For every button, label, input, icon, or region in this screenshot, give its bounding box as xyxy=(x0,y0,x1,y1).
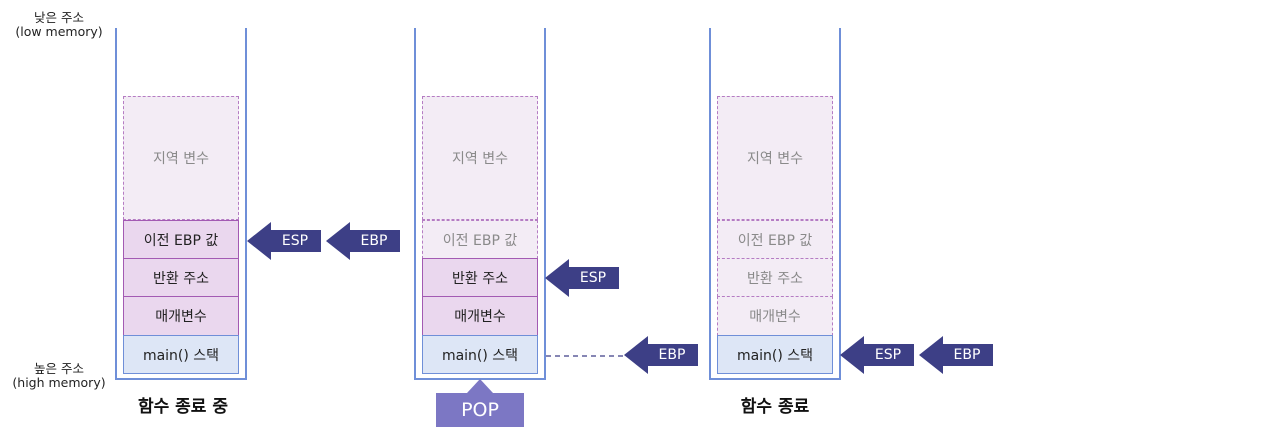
pop-up-arrow-icon xyxy=(467,379,493,393)
stack-1-local-variables-label: 지역 변수 xyxy=(153,151,209,167)
stack-1-bottom-wall xyxy=(115,378,247,380)
stack-3-ebp-arrow: EBP xyxy=(919,336,993,374)
stack-2-return-address: 반환 주소 xyxy=(422,258,538,297)
stack-3-local-variables-label: 지역 변수 xyxy=(747,151,803,167)
high-address-label: 높은 주소 (high memory) xyxy=(0,362,118,390)
stack-3-caption: 함수 종료 xyxy=(740,397,810,417)
stack-1-caption: 함수 종료 중 xyxy=(137,397,229,417)
stack-1-return-address-label: 반환 주소 xyxy=(153,270,209,287)
stack-3-right-wall xyxy=(839,28,841,380)
stack-2-ebp-arrow: EBP xyxy=(624,336,698,374)
stack-1-ebp-arrow-shape xyxy=(326,222,400,260)
stack-2-esp-arrow-shape xyxy=(545,259,619,297)
stack-2-saved-ebp: 이전 EBP 값 xyxy=(422,220,538,259)
stack-3-saved-ebp-label: 이전 EBP 값 xyxy=(737,232,813,249)
stack-1-esp-label: ESP xyxy=(281,233,309,249)
stack-3-parameters: 매개변수 xyxy=(717,296,833,336)
stack-2-ebp-label: EBP xyxy=(658,347,686,363)
stack-2-main-stack-label: main() 스택 xyxy=(441,347,519,364)
stack-1-ebp-label: EBP xyxy=(360,233,388,249)
stack-1-esp-arrow-shape xyxy=(247,222,321,260)
stack-1-parameters-label: 매개변수 xyxy=(155,309,207,325)
stack-2-ebp-arrow-shape xyxy=(624,336,698,374)
stack-2-return-address-label: 반환 주소 xyxy=(452,270,508,287)
low-address-ko: 낮은 주소 xyxy=(34,10,84,25)
stack-3-esp-arrow: ESP xyxy=(840,336,914,374)
stack-1-left-wall xyxy=(115,28,117,380)
stack-1-saved-ebp: 이전 EBP 값 xyxy=(123,220,239,259)
stack-2-left-wall xyxy=(414,28,416,380)
stack-3-ebp-label: EBP xyxy=(953,347,981,363)
stack-3-main-stack: main() 스택 xyxy=(717,335,833,374)
stack-1-return-address: 반환 주소 xyxy=(123,258,239,297)
stack-3-esp-label: ESP xyxy=(874,347,902,363)
high-address-en: (high memory) xyxy=(12,375,106,390)
stack-3-return-address-label: 반환 주소 xyxy=(747,270,803,287)
stack-2-local-variables-label: 지역 변수 xyxy=(452,151,508,167)
stack-2-esp-arrow: ESP xyxy=(545,259,619,297)
stack-1-main-stack: main() 스택 xyxy=(123,335,239,374)
stack-1-saved-ebp-label: 이전 EBP 값 xyxy=(143,232,219,249)
stack-3-bottom-wall xyxy=(709,378,841,380)
stack-1-esp-arrow: ESP xyxy=(247,222,321,260)
stack-2-parameters: 매개변수 xyxy=(422,296,538,336)
stack-1-main-stack-label: main() 스택 xyxy=(142,347,220,364)
pop-label: POP xyxy=(436,393,524,427)
stack-2-esp-label: ESP xyxy=(579,270,607,286)
stack-3-left-wall xyxy=(709,28,711,380)
stack-2-main-stack: main() 스택 xyxy=(422,335,538,374)
stack-3-esp-arrow-shape xyxy=(840,336,914,374)
stack-3-ebp-arrow-shape xyxy=(919,336,993,374)
stack-3-return-address: 반환 주소 xyxy=(717,258,833,297)
stack-1-parameters: 매개변수 xyxy=(123,296,239,336)
stack-2-ebp-dashed-connector xyxy=(546,355,626,357)
stack-2-parameters-label: 매개변수 xyxy=(454,309,506,325)
stack-2-local-variables: 지역 변수 xyxy=(422,96,538,220)
stack-3-main-stack-label: main() 스택 xyxy=(736,347,814,364)
low-address-label: 낮은 주소 (low memory) xyxy=(0,11,118,39)
stack-3-saved-ebp: 이전 EBP 값 xyxy=(717,220,833,259)
stack-1-right-wall xyxy=(245,28,247,380)
stack-1-local-variables: 지역 변수 xyxy=(123,96,239,220)
low-address-en: (low memory) xyxy=(15,24,103,39)
pop-label-text: POP xyxy=(461,399,499,421)
stack-3-local-variables: 지역 변수 xyxy=(717,96,833,220)
stack-2-saved-ebp-label: 이전 EBP 값 xyxy=(442,232,518,249)
high-address-ko: 높은 주소 xyxy=(34,361,84,376)
stack-2-right-wall xyxy=(544,28,546,380)
stack-1-ebp-arrow: EBP xyxy=(326,222,400,260)
stack-3-parameters-label: 매개변수 xyxy=(749,309,801,325)
